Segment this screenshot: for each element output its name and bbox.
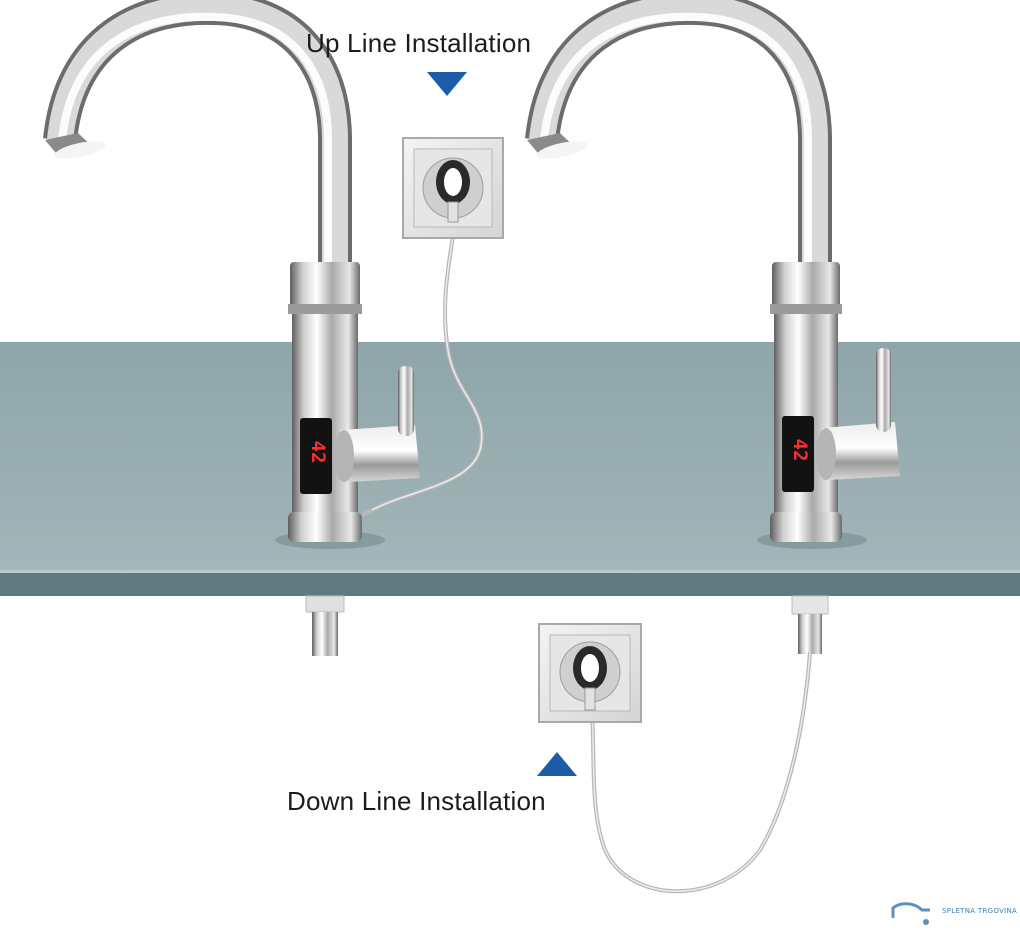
watermark-text: SPLETNA TRGOVINA: [942, 907, 1017, 915]
caption-down-line-installation: Down Line Installation: [287, 786, 546, 816]
faucet-icon: [525, 0, 900, 542]
temperature-reading-right: 42: [789, 439, 811, 462]
under-counter-connector-right: [791, 595, 829, 654]
up-arrow-icon: [537, 752, 577, 776]
power-socket-icon: [402, 137, 504, 239]
temperature-display-right: [782, 416, 814, 492]
temperature-reading-left: 42: [307, 441, 329, 464]
watermark-logo-icon: [891, 902, 930, 925]
faucet-icon: [43, 0, 420, 542]
countertop-edge: [0, 572, 1020, 596]
temperature-display-left: [300, 418, 332, 494]
countertop-edge-highlight: [0, 570, 1020, 573]
caption-up-line-installation: Up Line Installation: [306, 28, 532, 58]
under-counter-connector-left: [305, 595, 345, 656]
power-socket-icon: [538, 623, 642, 723]
down-arrow-icon: [427, 72, 467, 96]
